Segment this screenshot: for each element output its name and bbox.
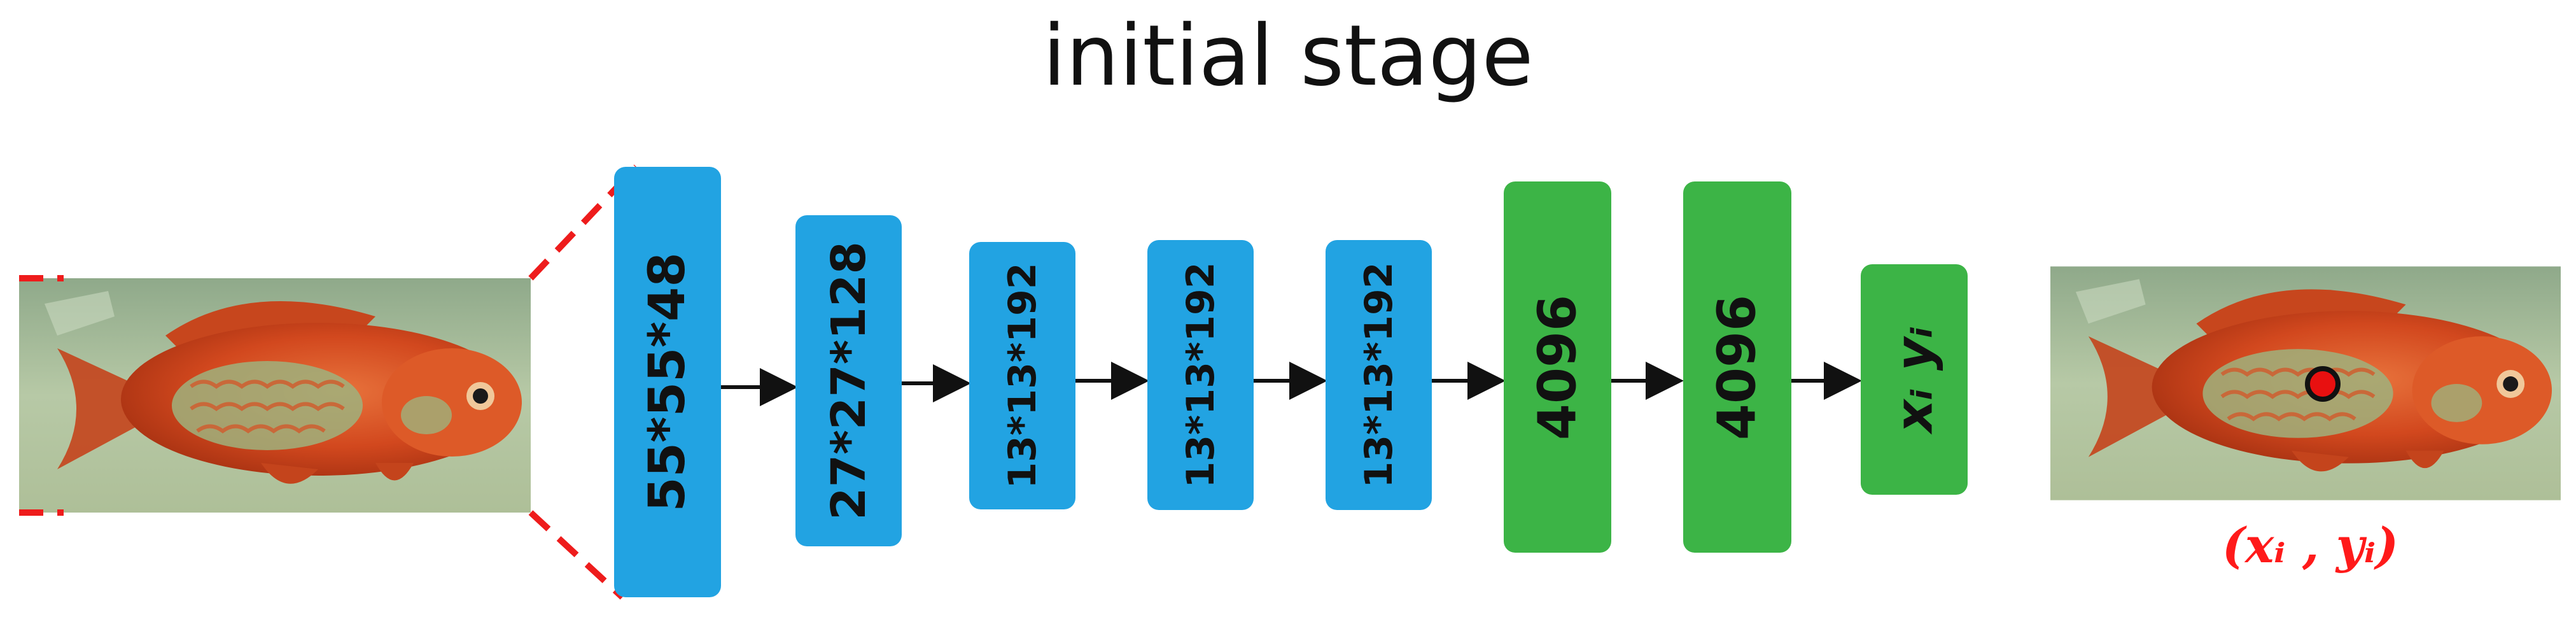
flow-arrows [721, 362, 1862, 406]
conv-layer-5: 13*13*192 [1326, 240, 1432, 510]
fc-layer-1-label: 4096 [1527, 294, 1588, 440]
fc-layer-2-label: 4096 [1707, 294, 1768, 440]
diagram-title: initial stage [1042, 7, 1534, 105]
input-fish-image [19, 278, 531, 513]
output-layer: xᵢ yᵢ [1861, 264, 1968, 495]
zoom-line-bottom [528, 510, 625, 600]
keypoint-marker [2305, 366, 2341, 402]
conv-layer-1: 55*55*48 [614, 167, 721, 597]
conv-layer-4-label: 13*13*192 [1178, 262, 1223, 488]
conv-layer-2-label: 27*27*128 [821, 241, 876, 520]
output-coordinate-label: (xᵢ , yᵢ) [2222, 517, 2399, 574]
fc-layer-1: 4096 [1504, 181, 1611, 553]
fc-layer-2: 4096 [1683, 181, 1791, 553]
output-layer-label: xᵢ yᵢ [1884, 326, 1944, 433]
conv-layer-2: 27*27*128 [795, 215, 902, 546]
conv-layer-3-label: 13*13*192 [1000, 262, 1045, 489]
conv-layer-1-label: 55*55*48 [639, 252, 696, 512]
conv-layer-3: 13*13*192 [969, 242, 1075, 509]
zoom-lines [19, 164, 639, 600]
conv-layer-4: 13*13*192 [1147, 240, 1254, 510]
conv-layer-5-label: 13*13*192 [1356, 262, 1401, 488]
